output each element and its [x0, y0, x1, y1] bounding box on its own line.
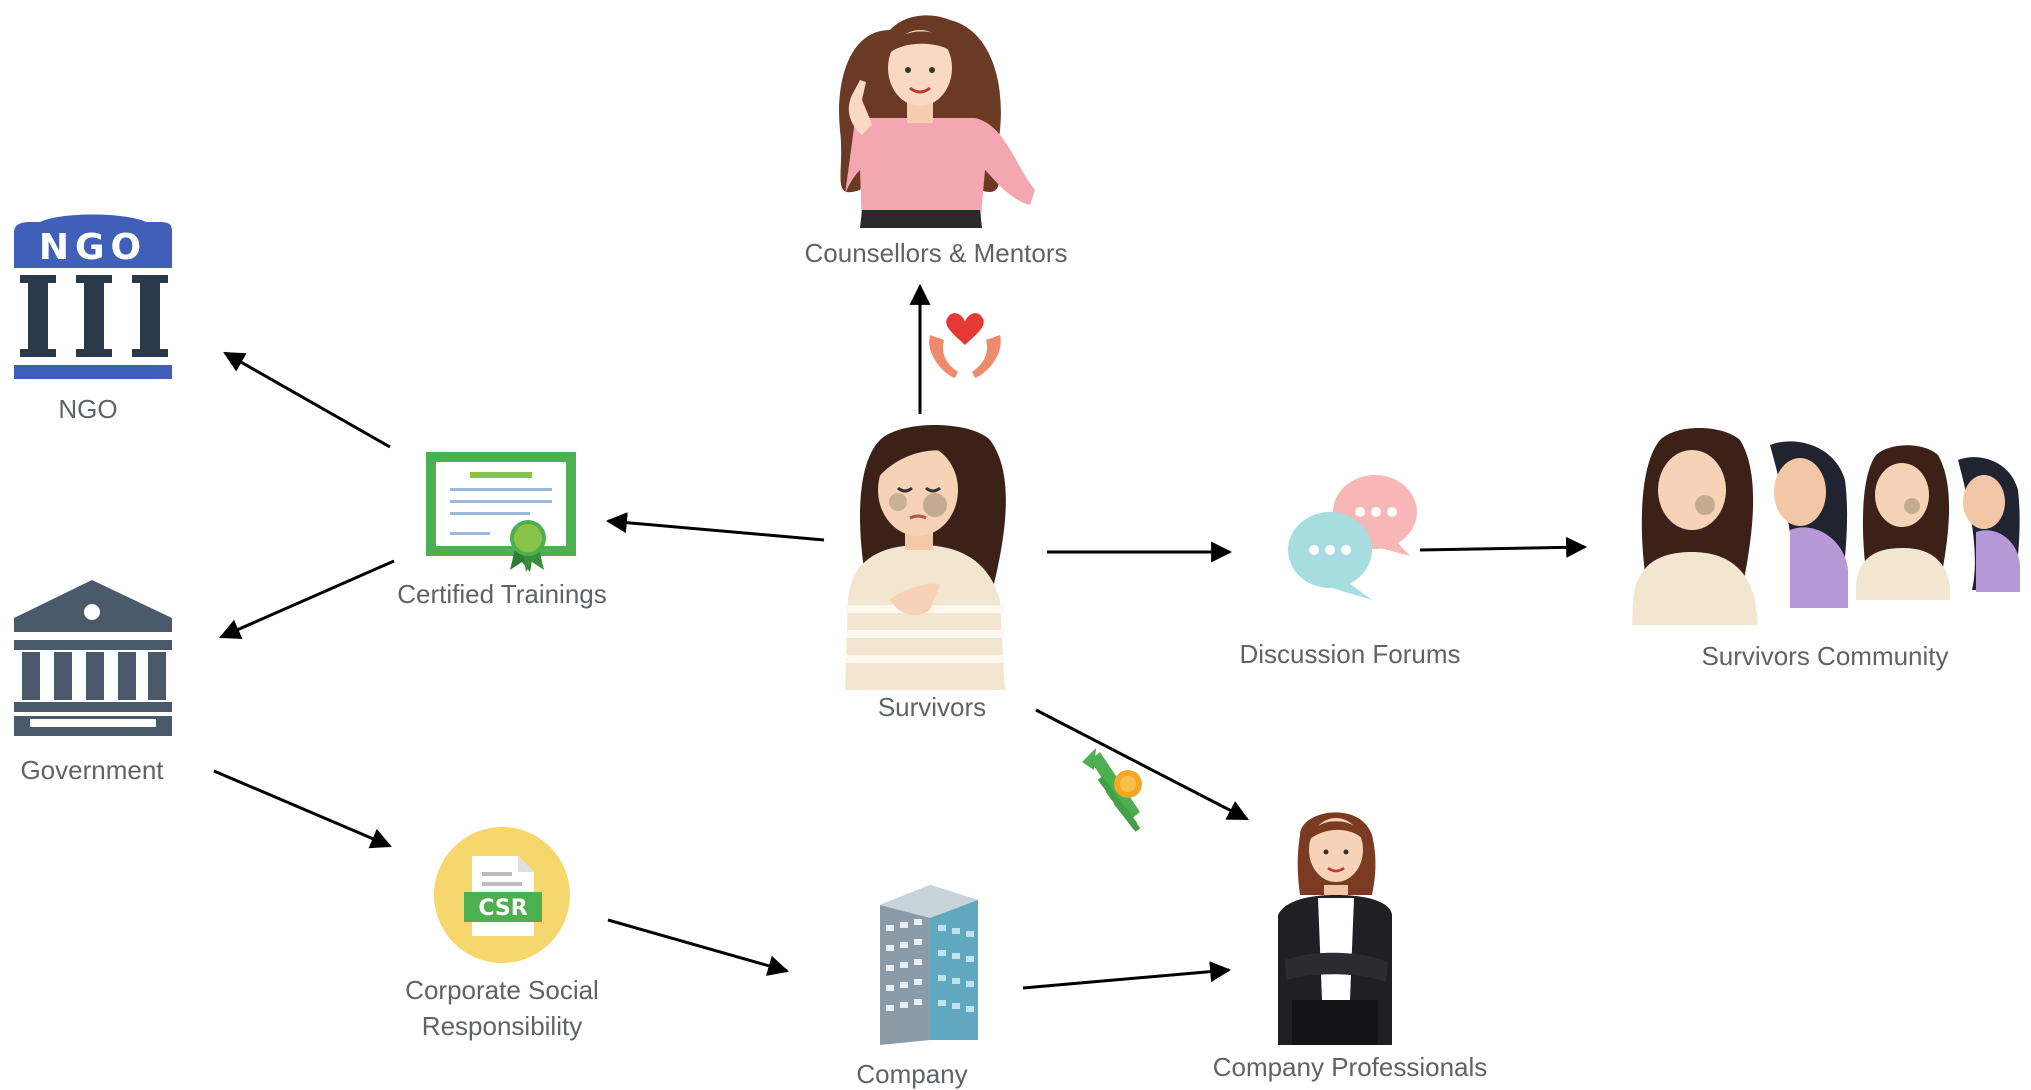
arrow-trainings-to-government [219, 559, 395, 640]
arrow-survivors-to-company-professionals [1035, 708, 1249, 821]
ngo-building-icon: NGO [14, 214, 172, 379]
survivor-woman-icon [845, 425, 1006, 690]
ngo-label: NGO [58, 394, 117, 424]
arrow-forums-to-community [1419, 536, 1588, 558]
arrow-survivors-to-certified-trainings [605, 512, 825, 542]
counsellors-label: Counsellors & Mentors [805, 238, 1068, 268]
csr-document-icon: CSR [434, 827, 570, 963]
caring-hands-heart-icon [929, 313, 1001, 378]
office-building-icon [880, 885, 978, 1045]
government-label: Government [20, 755, 164, 785]
company-label: Company [856, 1059, 967, 1089]
survivors-group-icon [1632, 428, 2020, 625]
businesswoman-icon [1278, 812, 1392, 1045]
certificate-icon [426, 452, 576, 572]
survivors-label: Survivors [878, 692, 986, 722]
counsellor-woman-icon [839, 15, 1035, 228]
arrows [213, 283, 1588, 990]
company-professionals-label: Company Professionals [1213, 1052, 1488, 1082]
ngo-logo-text: NGO [39, 227, 147, 268]
chat-bubbles-icon [1288, 475, 1417, 600]
csr-badge-text: CSR [478, 896, 527, 921]
csr-label-line2: Responsibility [422, 1011, 582, 1041]
certified-trainings-label: Certified Trainings [397, 579, 607, 609]
arrow-government-to-csr [213, 769, 392, 849]
csr-label-line1: Corporate Social [405, 975, 599, 1005]
arrow-csr-to-company [607, 918, 790, 976]
arrow-trainings-to-ngo [223, 351, 391, 449]
arrow-company-to-professionals [1022, 961, 1232, 990]
government-building-icon [14, 580, 172, 736]
discussion-forums-label: Discussion Forums [1239, 639, 1460, 669]
survivors-community-label: Survivors Community [1701, 641, 1948, 671]
growth-coin-icon [1082, 748, 1142, 832]
